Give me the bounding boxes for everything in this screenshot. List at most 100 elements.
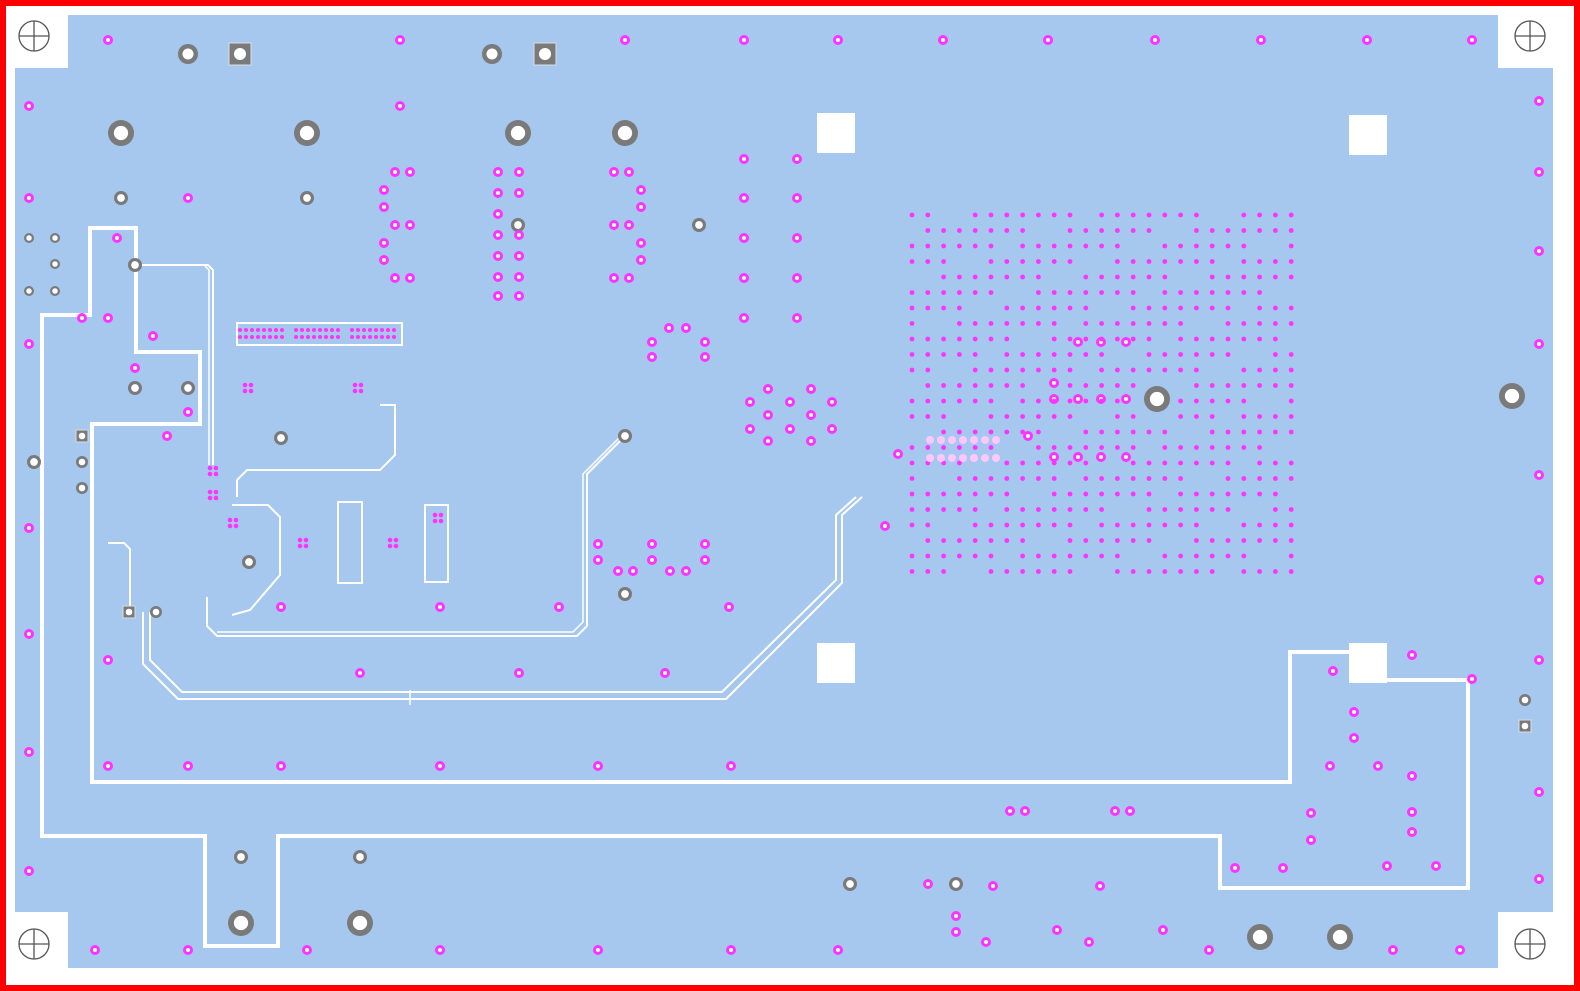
via-drill [408, 170, 412, 174]
micro-via [941, 352, 946, 357]
micro-via [1178, 243, 1183, 249]
micro-via [972, 553, 978, 559]
micro-via [941, 445, 946, 450]
micro-via [1162, 321, 1168, 326]
via-drill [93, 948, 97, 952]
via-drill [1391, 948, 1395, 952]
micro-via [972, 429, 978, 435]
micro-via [909, 553, 915, 559]
via [350, 335, 354, 339]
micro-via [1225, 290, 1231, 295]
micro-via [213, 471, 219, 477]
micro-via [988, 321, 994, 326]
micro-via [1036, 522, 1041, 528]
via-drill [106, 764, 110, 768]
copper-pour [15, 15, 1553, 968]
drill [233, 47, 247, 61]
micro-via [1241, 243, 1247, 249]
micro-via [1178, 305, 1183, 311]
micro-via [957, 476, 962, 481]
via-drill [1458, 948, 1462, 952]
via-drill [1470, 677, 1474, 681]
micro-via [227, 517, 233, 523]
micro-via [1288, 212, 1294, 218]
via-cluster [970, 454, 978, 462]
micro-via [1273, 383, 1278, 388]
micro-via [1288, 507, 1294, 512]
micro-via [1162, 460, 1168, 466]
micro-via [1004, 414, 1010, 419]
micro-via [1099, 476, 1104, 481]
micro-via [972, 476, 978, 481]
micro-via [1178, 476, 1183, 481]
micro-via [1004, 507, 1010, 512]
micro-via [1288, 398, 1294, 404]
micro-via [925, 569, 931, 574]
micro-via [1051, 352, 1057, 357]
trace [142, 496, 863, 700]
micro-via [1257, 538, 1262, 543]
micro-via [1225, 305, 1231, 311]
via [274, 328, 278, 332]
micro-via [1194, 228, 1199, 233]
micro-via [909, 491, 915, 497]
fiducial-crosshair-icon [1514, 20, 1546, 52]
micro-via [925, 445, 931, 450]
micro-via [1225, 228, 1231, 233]
via [268, 328, 272, 332]
micro-via [1273, 476, 1278, 481]
micro-via [1036, 212, 1041, 218]
via-drill [186, 764, 190, 768]
micro-via [925, 383, 931, 388]
via-drill [1352, 736, 1356, 740]
via-drill [742, 316, 746, 320]
micro-via [1051, 491, 1057, 497]
micro-via [1241, 476, 1247, 481]
micro-via [1162, 305, 1168, 311]
micro-via [438, 518, 444, 524]
micro-via [1288, 383, 1294, 388]
micro-via [242, 382, 248, 388]
micro-via [1209, 274, 1215, 280]
via-drill [1128, 809, 1132, 813]
micro-via [1020, 414, 1025, 419]
micro-via [1194, 522, 1199, 528]
via-drill [1076, 455, 1080, 459]
via [362, 328, 366, 332]
vias [24, 35, 1544, 955]
micro-via [1194, 491, 1199, 497]
micro-via [957, 398, 962, 404]
via-drill [1537, 249, 1541, 253]
drill [1521, 696, 1529, 704]
via-drill [703, 340, 707, 344]
micro-via [988, 414, 994, 419]
micro-via [1051, 305, 1057, 311]
via-drill [1328, 764, 1332, 768]
micro-via [909, 367, 915, 373]
micro-via [1194, 212, 1199, 218]
micro-via [1209, 538, 1215, 543]
via-drill [398, 104, 402, 108]
micro-via [1099, 491, 1104, 497]
micro-via [1273, 429, 1278, 435]
drill [125, 608, 133, 616]
micro-via [1067, 414, 1073, 419]
micro-via [1020, 507, 1025, 512]
via-drill [496, 212, 500, 216]
micro-via [1288, 538, 1294, 543]
micro-via [1146, 305, 1152, 311]
via-drill [1113, 809, 1117, 813]
via-drill [1046, 38, 1050, 42]
via-drill [1352, 710, 1356, 714]
micro-via [1209, 569, 1215, 574]
via-drill [393, 276, 397, 280]
micro-via [941, 507, 946, 512]
via-drill [382, 258, 386, 262]
micro-via [1178, 414, 1183, 419]
micro-via [957, 290, 962, 295]
micro-via [1225, 352, 1231, 357]
via-drill [279, 605, 283, 609]
via-drill [186, 948, 190, 952]
micro-via [207, 489, 213, 495]
micro-via [1020, 274, 1025, 280]
